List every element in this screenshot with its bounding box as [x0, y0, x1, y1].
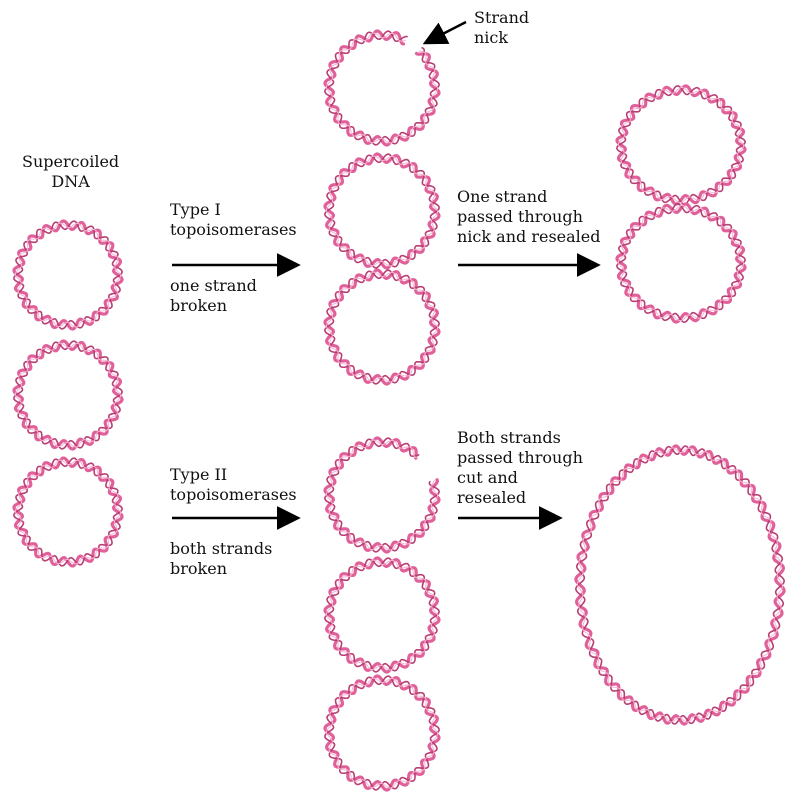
type1-loop-2-strand-c	[325, 155, 439, 267]
type2-cut-loop-1-strand-c	[325, 439, 439, 551]
strand-nick-label: Strand nick	[474, 8, 530, 47]
supercoiled-dna-label: Supercoiled DNA	[22, 152, 120, 191]
type1-product-loop-1-strand-c	[617, 86, 745, 204]
supercoiled-loop-2-strand-c	[14, 342, 122, 448]
type1-loop-3-strand-a	[323, 268, 441, 386]
one-strand-broken-label: one strand broken	[170, 276, 257, 315]
supercoiled-loop-1-strand-a	[12, 219, 124, 331]
type2-loop-3-strand-a	[323, 674, 441, 792]
type1-product-loop-1-strand-b	[616, 85, 746, 205]
type2-product-loop-strand-c	[576, 447, 784, 723]
both-strands-broken-label: both strands broken	[170, 539, 273, 578]
type2-loop-3-strand-c	[325, 677, 439, 789]
type1-product-loop-1-strand-a	[615, 84, 747, 206]
type2-loop-2-strand-c	[325, 559, 439, 671]
type2-loop-2-strand-a	[323, 556, 441, 674]
supercoiled-loop-3-strand-a	[12, 456, 124, 568]
type1-product-loop-2-strand-c	[617, 204, 745, 322]
type2-cut-loop-1-strand-b	[324, 437, 440, 553]
type1-product-loop-2-strand-a	[615, 202, 747, 324]
type-1-topoisomerases-label: Type I topoisomerases	[170, 200, 297, 239]
type1-loop-2-strand-a	[323, 152, 441, 270]
type1-nicked-loop-1-strand-c	[325, 32, 439, 144]
type1-loop-3-strand-c	[325, 271, 439, 383]
type2-product-loop-strand-a	[574, 444, 786, 726]
one-strand-passed-label: One strand passed through nick and resea…	[457, 187, 601, 246]
type-2-topoisomerases-label: Type II topoisomerases	[170, 465, 297, 504]
both-strands-passed-label: Both strands passed through cut and rese…	[457, 428, 583, 507]
strand-nick-pointer	[422, 20, 467, 45]
supercoiled-loop-1-strand-c	[14, 222, 122, 328]
supercoiled-loop-3-strand-c	[14, 459, 122, 565]
type1-nicked-loop-1-strand-a	[323, 29, 441, 147]
type1-product-loop-2-strand-b	[616, 203, 746, 323]
supercoiled-loop-2-strand-a	[12, 339, 124, 451]
